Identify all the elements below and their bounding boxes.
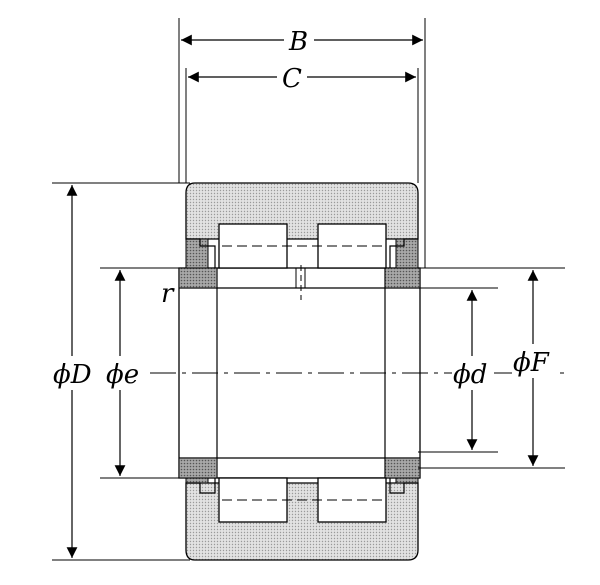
- label-C: C: [282, 64, 302, 94]
- label-phi-e: ϕe: [106, 360, 139, 390]
- label-r: r: [161, 279, 175, 309]
- label-phi-d: ϕd: [453, 360, 487, 390]
- rollers: [186, 223, 418, 523]
- label-B: B: [288, 27, 308, 57]
- label-phi-F: ϕF: [513, 348, 550, 378]
- extension-lines: [52, 18, 565, 561]
- label-phi-D: ϕD: [53, 360, 92, 390]
